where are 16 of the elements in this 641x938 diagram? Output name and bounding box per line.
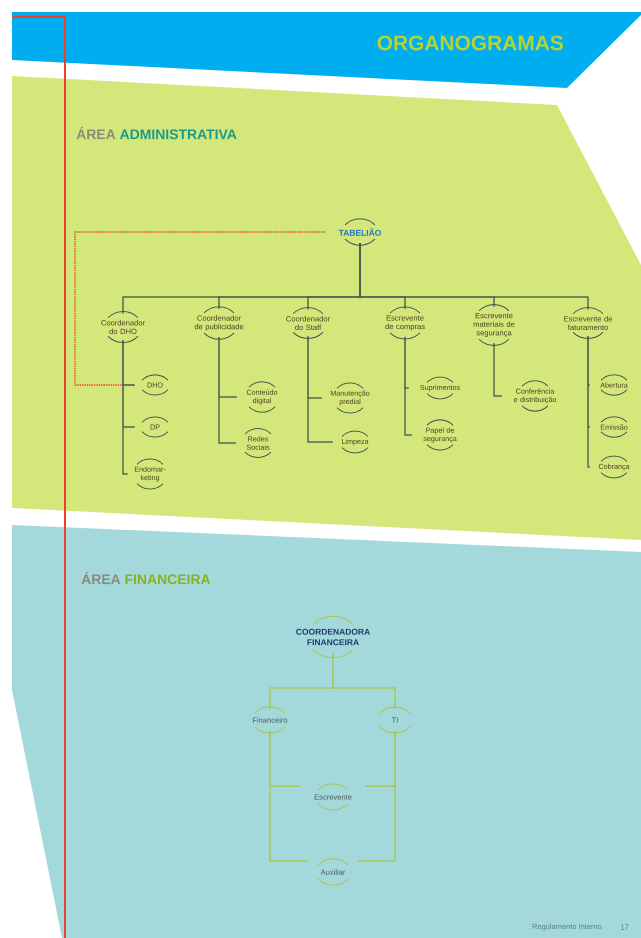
connector-line [404, 336, 412, 436]
section-heading: ÁREA FINANCEIRA [82, 572, 210, 584]
section-heading: ÁREA ADMINISTRATIVA [76, 126, 236, 140]
connector-line [359, 243, 589, 310]
org-chart-node: COORDENADORA FINANCEIRA [296, 616, 370, 658]
connector-line [358, 730, 396, 862]
page-title: ORGANOGRAMAS [378, 36, 563, 50]
org-chart-node: TABELIÃO [338, 218, 381, 246]
connector-line [587, 336, 590, 468]
connector-line [122, 340, 128, 475]
connector-line [332, 653, 396, 710]
connector-line [493, 343, 502, 397]
connector-line [269, 730, 308, 862]
dotted-connector [74, 231, 325, 386]
connector-line [218, 337, 236, 444]
connector-line [307, 336, 333, 443]
